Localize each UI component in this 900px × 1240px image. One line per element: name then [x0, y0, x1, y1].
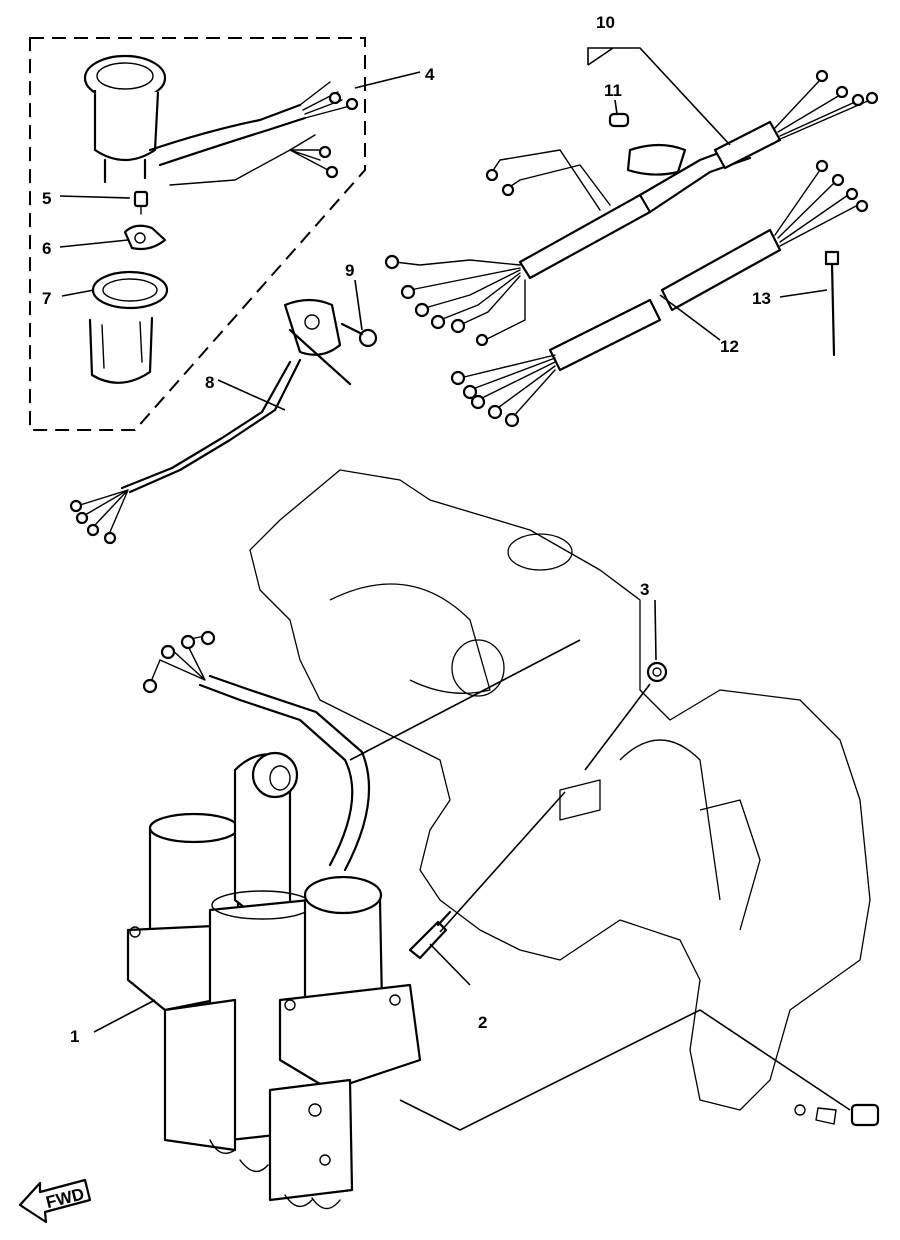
- connector-11: [608, 112, 630, 128]
- callout-leaders: [59, 47, 828, 1033]
- assembly-guide-lines: [349, 639, 851, 1131]
- mounting-bracket-outline: [249, 469, 871, 1111]
- trim-meter: [83, 54, 167, 184]
- nut-3: [646, 661, 668, 683]
- callout-8: 8: [205, 373, 214, 392]
- bolt-2: [408, 910, 452, 960]
- callout-4: 4: [425, 65, 435, 84]
- bolt-9: [340, 322, 378, 348]
- callout-6: 6: [42, 239, 51, 258]
- trim-meter-harness: [148, 81, 359, 186]
- callout-3: 3: [640, 580, 649, 599]
- callout-7: 7: [42, 289, 51, 308]
- callout-9: 9: [345, 261, 354, 280]
- fwd-arrow-icon: FWD: [18, 1178, 92, 1224]
- anode-parts: [794, 1103, 880, 1127]
- screw-5: [133, 190, 149, 215]
- callout-11: 11: [604, 81, 622, 100]
- callout-13: 13: [752, 289, 771, 308]
- callout-5: 5: [42, 189, 51, 208]
- callout-10: 10: [596, 13, 615, 32]
- callout-1: 1: [70, 1027, 79, 1046]
- trim-switch-8: [69, 298, 352, 545]
- callout-2: 2: [478, 1013, 487, 1032]
- cable-tie-13: [824, 250, 840, 357]
- clamp-6: [123, 224, 167, 251]
- extension-harness-12: [450, 159, 869, 428]
- wire-harness-10: [384, 69, 879, 347]
- power-trim-tilt-unit: [126, 630, 422, 1210]
- callout-12: 12: [720, 337, 739, 356]
- kit-group-outline: [29, 37, 366, 431]
- meter-bracket-7: [88, 270, 169, 384]
